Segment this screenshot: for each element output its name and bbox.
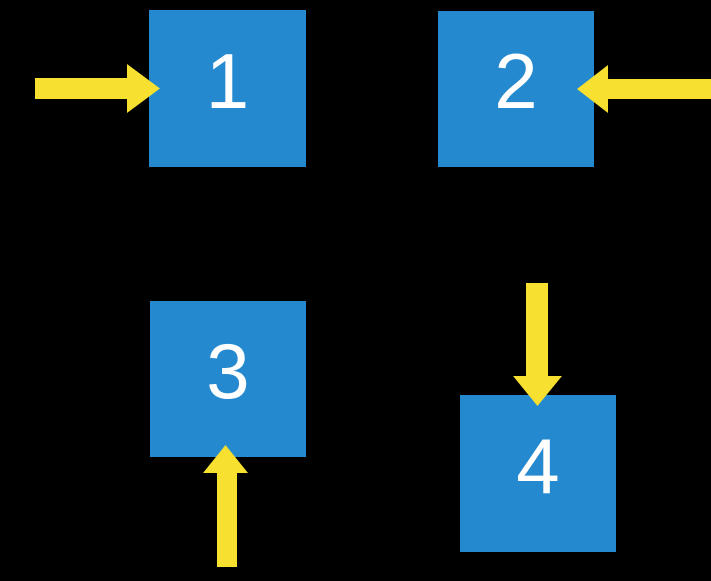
box-4-label: 4 xyxy=(516,421,560,510)
box-4: 4 xyxy=(460,395,616,552)
box-3: 3 xyxy=(150,301,306,457)
arrow-right-icon xyxy=(35,64,160,113)
arrow-left-icon xyxy=(577,65,711,113)
box-2-label: 2 xyxy=(494,37,538,125)
box-3-label: 3 xyxy=(206,327,250,415)
arrow-up-icon xyxy=(203,445,248,567)
arrow-down-icon xyxy=(513,283,562,406)
box-2: 2 xyxy=(438,11,594,167)
box-1: 1 xyxy=(149,10,306,167)
box-1-label: 1 xyxy=(205,36,250,125)
